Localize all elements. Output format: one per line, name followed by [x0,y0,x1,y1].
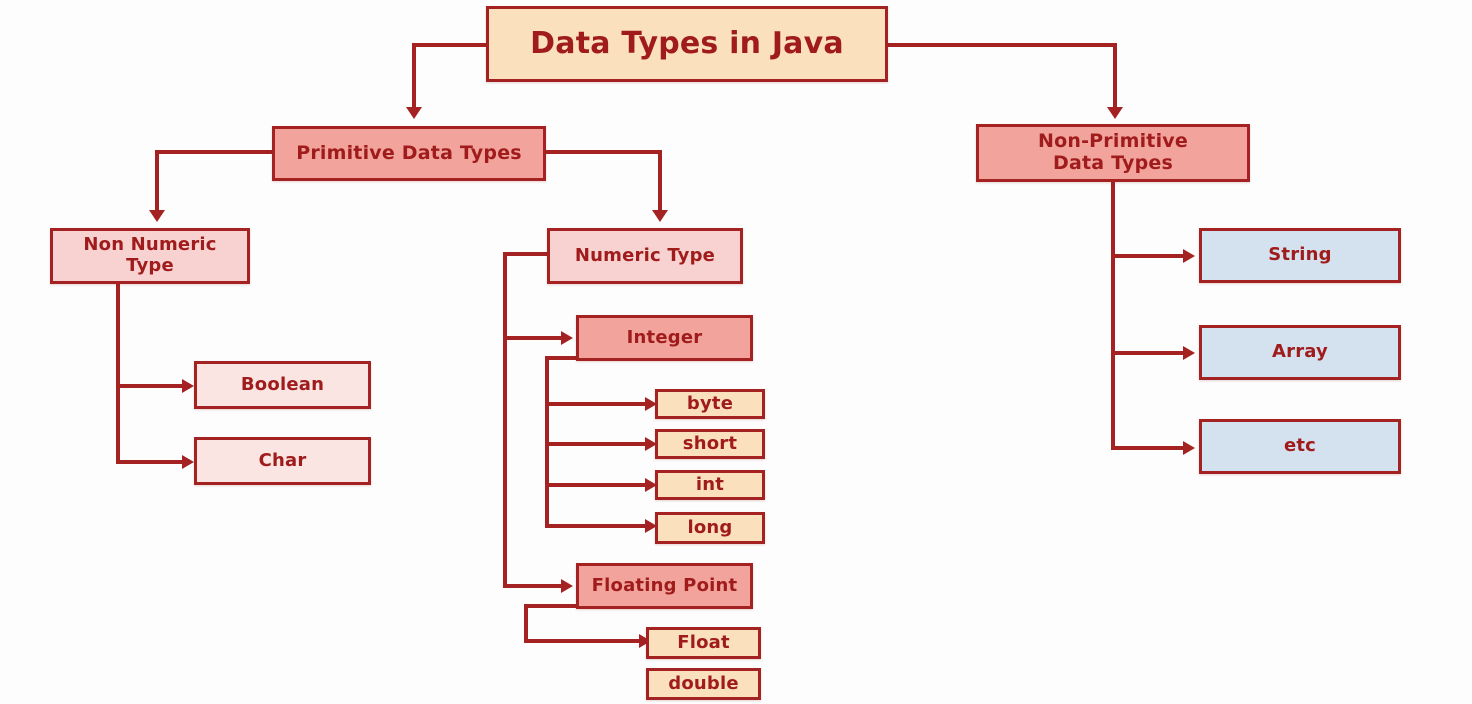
node-integer-label: Integer [626,326,703,348]
node-root-label: Data Types in Java [530,25,844,61]
connector-primitive-to-nonnumeric-vertical [155,150,159,212]
arrow-integer-to-short [645,437,657,451]
node-int[interactable]: int [655,470,765,500]
node-string[interactable]: String [1199,228,1401,283]
node-non-primitive-label-line2: Data Types [1053,152,1173,174]
connector-floatingpoint-trunk [524,604,528,641]
node-boolean[interactable]: Boolean [194,361,371,409]
node-array-label: Array [1271,341,1328,363]
node-etc-label: etc [1283,435,1317,457]
arrow-nonprimitive-to-array [1183,346,1195,360]
node-array[interactable]: Array [1199,325,1401,380]
connector-root-to-primitive-horizontal [412,43,488,47]
node-non-primitive-data-types[interactable]: Non-Primitive Data Types [976,124,1250,182]
connector-floatingpoint-to-float [524,639,645,643]
node-primitive-label: Primitive Data Types [296,141,522,164]
node-floating-point[interactable]: Floating Point [576,563,753,609]
node-short[interactable]: short [655,429,765,459]
arrow-integer-to-byte [645,397,657,411]
connector-nonnumeric-to-boolean [116,384,191,388]
node-double-label: double [668,672,739,694]
arrow-numeric-to-floatingpoint [561,579,573,593]
node-byte[interactable]: byte [655,389,765,419]
connector-root-to-nonprimitive-horizontal [886,43,1117,47]
node-etc[interactable]: etc [1199,419,1401,474]
connector-integer-to-byte [545,402,651,406]
node-string-label: String [1268,244,1332,266]
node-root-data-types-in-java[interactable]: Data Types in Java [486,6,888,82]
connector-integer-to-int [545,483,651,487]
node-double[interactable]: double [646,668,761,700]
node-non-numeric-label-line2: Type [126,255,174,276]
connector-numeric-trunk [503,252,507,588]
connector-integer-to-short [545,442,651,446]
node-byte-label: byte [686,392,734,414]
node-char-label: Char [258,449,307,471]
arrow-nonnumeric-to-char [182,455,194,469]
node-non-numeric-type[interactable]: Non Numeric Type [50,228,250,284]
connector-nonprimitive-to-etc [1111,446,1189,450]
connector-nonprimitive-trunk [1111,181,1115,450]
node-primitive-data-types[interactable]: Primitive Data Types [272,126,546,181]
connector-numeric-to-integer [503,336,565,340]
arrow-integer-to-int [645,478,657,492]
connector-nonnumeric-to-char [116,460,191,464]
arrow-numeric-to-integer [561,331,573,345]
node-long-label: long [687,516,733,538]
node-integer[interactable]: Integer [576,315,753,361]
node-numeric-label: Numeric Type [574,244,716,266]
connector-nonprimitive-to-string [1111,254,1189,258]
node-floating-point-label: Floating Point [591,574,738,596]
node-numeric-type[interactable]: Numeric Type [547,228,743,284]
node-long[interactable]: long [655,512,765,544]
arrow-nonprimitive-to-etc [1183,441,1195,455]
arrow-primitive-to-numeric [652,210,668,222]
node-char[interactable]: Char [194,437,371,485]
connector-integer-to-long [545,524,651,528]
node-non-primitive-label-line1: Non-Primitive [1038,130,1188,153]
connector-primitive-to-numeric-vertical [658,150,662,212]
connector-integer-stem [545,356,579,360]
connector-numeric-to-floatingpoint [503,584,565,588]
connector-floatingpoint-stem [524,604,579,608]
node-int-label: int [695,473,725,495]
node-short-label: short [682,432,738,454]
arrow-integer-to-long [645,519,657,533]
node-non-numeric-label-line1: Non Numeric [83,234,217,256]
arrow-root-to-nonprimitive [1107,107,1123,119]
connector-root-to-nonprimitive-vertical [1113,43,1117,109]
connector-nonnumeric-trunk [116,282,120,464]
arrow-nonnumeric-to-boolean [182,379,194,393]
connector-primitive-to-nonnumeric-horizontal [155,150,275,154]
arrow-primitive-to-nonnumeric [149,210,165,222]
node-float[interactable]: Float [646,627,761,659]
node-boolean-label: Boolean [240,373,325,395]
arrow-nonprimitive-to-string [1183,249,1195,263]
connector-primitive-to-numeric-horizontal [545,150,662,154]
connector-root-to-primitive-vertical [412,43,416,109]
connector-numeric-stem [503,252,547,256]
connector-nonprimitive-to-array [1111,351,1189,355]
node-float-label: Float [677,631,730,653]
arrow-root-to-primitive [406,107,422,119]
